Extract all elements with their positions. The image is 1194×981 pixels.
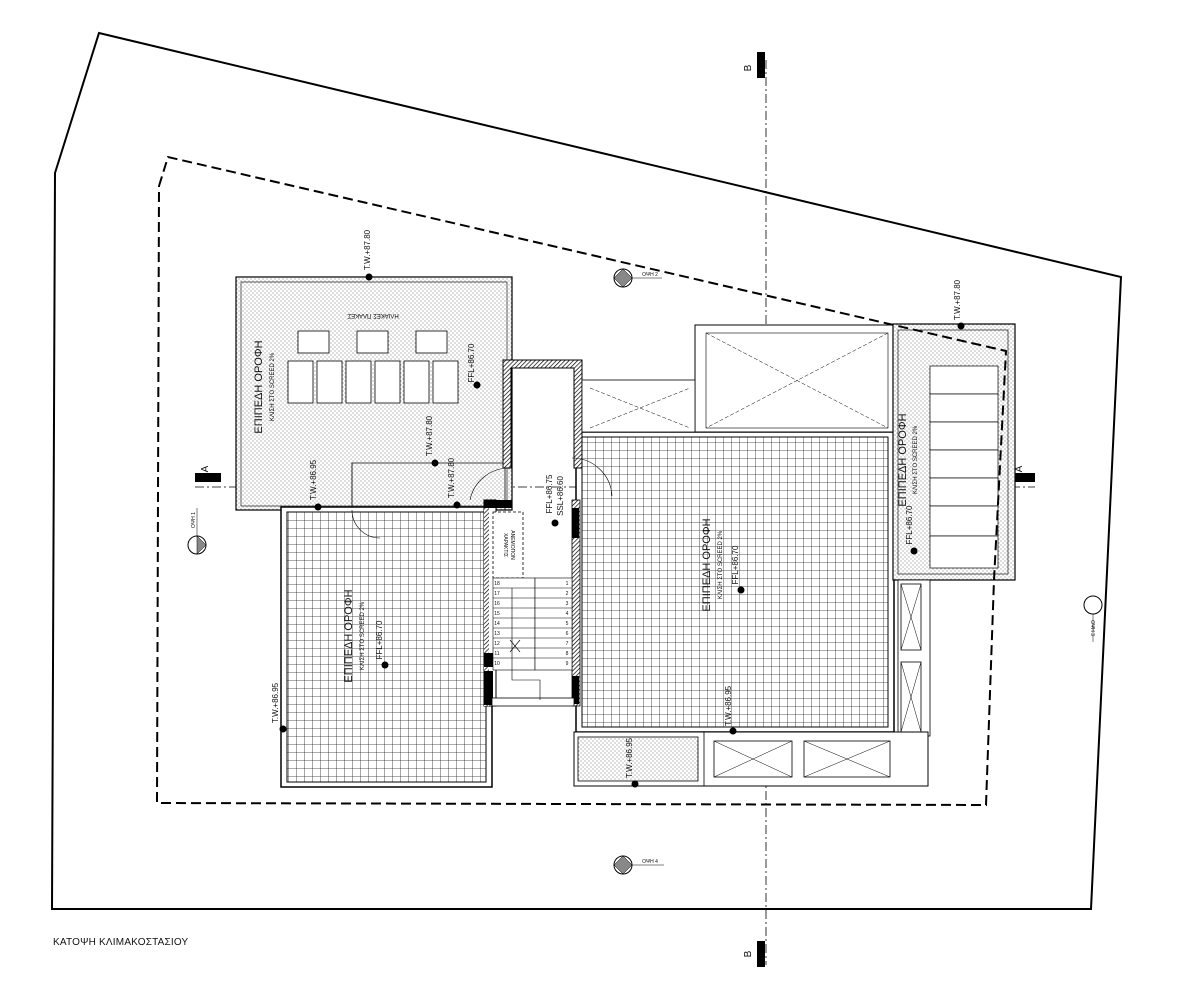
view-marker-1 — [187, 508, 207, 555]
stair-level-ssl: SSL+86.60 — [556, 476, 565, 516]
wall-level-tw8: T.W.+86.95 — [625, 737, 634, 778]
section-marker-b-bottom — [757, 941, 765, 967]
stair-core — [351, 359, 613, 707]
roof-left-lower-level: FFL+86.70 — [375, 620, 384, 659]
site-boundary — [50, 31, 1123, 910]
step-number: 13 — [494, 631, 500, 637]
wall-level-tw3: T.W.+87.80 — [447, 457, 456, 498]
section-mark-a-left: A — [200, 465, 211, 472]
wall-level-tw4: T.W.+86.95 — [309, 459, 318, 500]
roof-left-upper-title: ΕΠΙΠΕΔΗ ΟΡΟΦΗ — [253, 340, 265, 433]
roof-right-title: ΕΠΙΠΕΔΗ ΟΡΟΦΗ — [897, 413, 909, 506]
view-label-4: ΟΨΗ 4 — [642, 859, 658, 865]
right-roof-panels — [929, 365, 999, 569]
step-number: 10 — [494, 661, 500, 667]
section-marker-a-left — [195, 473, 221, 482]
wall-level-markers — [279, 273, 965, 788]
step-number: 8 — [566, 651, 569, 657]
step-number: 16 — [494, 601, 500, 607]
view-label-2: ΟΨΗ 2 — [642, 272, 658, 278]
view-label-3: ΟΨΗ 3 — [1089, 620, 1095, 636]
lower-dotted-patch — [577, 736, 699, 782]
upper-center-void — [581, 379, 696, 433]
step-number: 1 — [566, 581, 569, 587]
step-number: 5 — [566, 621, 569, 627]
step-number: 9 — [566, 661, 569, 667]
section-mark-b-bottom: B — [743, 950, 754, 957]
step-number: 2 — [566, 591, 569, 597]
wall-level-tw5: T.W.+86.95 — [271, 682, 280, 723]
roof-center-subtitle: ΚΛΙΣΗ ΣΤΟ SCREED 2% — [718, 530, 724, 599]
step-number: 3 — [566, 601, 569, 607]
step-number: 4 — [566, 611, 569, 617]
roof-right-subtitle: ΚΛΙΣΗ ΣΤΟ SCREED 2% — [913, 425, 919, 494]
section-marker-a-right — [1009, 473, 1035, 482]
section-mark-b-top: B — [743, 64, 754, 71]
solar-panels-label: ΗΛΙΑΚΕΣ ΠΛΑΚΕΣ — [347, 312, 399, 318]
step-number: 11 — [494, 651, 499, 657]
view-marker-2 — [613, 268, 662, 288]
wall-level-tw1: T.W.+87.80 — [363, 229, 372, 270]
wall-level-tw6: T.W.+87.80 — [953, 279, 962, 320]
step-number: 18 — [494, 581, 500, 587]
roof-overhang-outline — [155, 155, 1008, 807]
view-marker-4 — [613, 855, 664, 875]
section-mark-a-right: A — [1014, 465, 1025, 472]
step-number: 15 — [494, 611, 500, 617]
step-number: 17 — [494, 591, 500, 597]
wall-level-tw7: T.W.+86.95 — [724, 685, 733, 726]
roof-left-upper-subtitle: ΚΛΙΣΗ ΣΤΟ SCREED 2% — [270, 352, 276, 421]
drawing-caption: ΚΑΤΟΨΗ ΚΛΙΜΑΚΟΣΤΑΣΙΟΥ — [53, 937, 189, 948]
view-marker-3 — [1083, 595, 1103, 642]
solar-panels — [287, 330, 459, 404]
step-number: 6 — [566, 631, 569, 637]
wall-level-tw2: T.W.+87.80 — [425, 415, 434, 456]
roof-right-level: FFL+86.70 — [905, 505, 914, 544]
step-number: 14 — [494, 621, 500, 627]
roof-center-level: FFL+86.70 — [731, 545, 740, 584]
section-marker-b-top — [757, 52, 765, 78]
store-label-2: ΑΝΕΜΟΠΟΝ — [509, 530, 515, 560]
roof-left-lower-subtitle: ΚΛΙΣΗ ΣΤΟ SCREED 2% — [360, 601, 366, 670]
upper-right-void — [694, 324, 894, 433]
store-room — [492, 511, 524, 579]
stair-level-ffl: FFL+86.75 — [545, 474, 554, 513]
roof-left-upper — [235, 276, 513, 511]
roof-center-title: ΕΠΙΠΕΔΗ ΟΡΟΦΗ — [701, 518, 713, 611]
view-label-1: ΟΨΗ 1 — [191, 512, 197, 528]
store-label-1: ΧΑΡΑΚΤΙΣ — [502, 533, 508, 557]
roof-left-upper-level: FFL+86.70 — [467, 343, 476, 382]
stair-flights — [492, 577, 573, 700]
step-number: 7 — [566, 641, 569, 647]
roof-left-lower-title: ΕΠΙΠΕΔΗ ΟΡΟΦΗ — [343, 589, 355, 682]
step-number: 12 — [494, 641, 500, 647]
